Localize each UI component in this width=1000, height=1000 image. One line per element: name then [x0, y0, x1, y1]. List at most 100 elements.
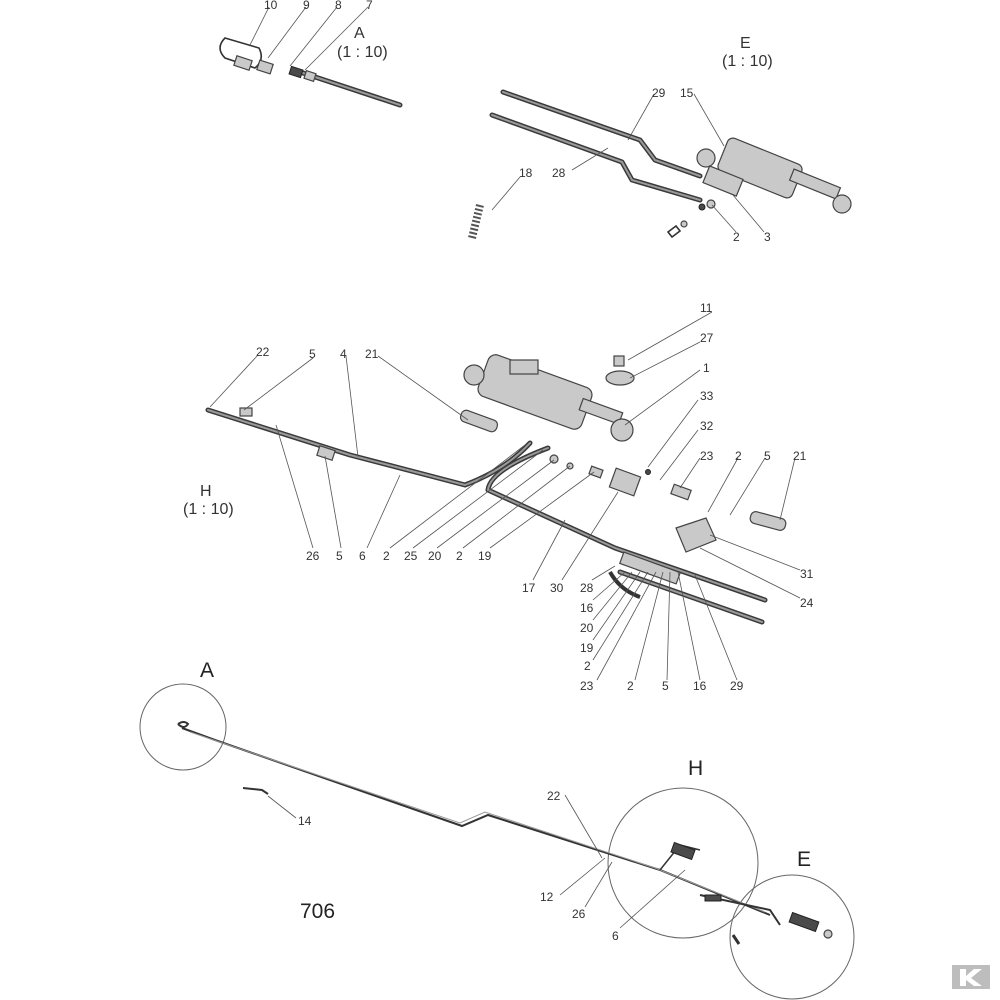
callout-h-27: 27: [700, 331, 714, 345]
cylinder-part-e: [788, 911, 820, 933]
callout-a-7: 7: [366, 0, 373, 12]
nut-part: [256, 59, 274, 75]
seal-ring-part: [698, 203, 706, 211]
callout-e-3: 3: [764, 230, 771, 244]
callout-h-22: 22: [256, 345, 270, 359]
callout-h-30: 30: [550, 581, 564, 595]
adapter-part: [303, 69, 317, 83]
valve-block-part: [702, 165, 744, 197]
callout-h-31: 31: [800, 567, 814, 581]
loose-part-14: [242, 787, 269, 795]
detail-circle-e: [729, 874, 855, 1000]
circle-e-letter: E: [797, 848, 811, 871]
cylinder-eye-part: [463, 364, 485, 386]
callout-h-23b: 23: [580, 679, 594, 693]
spring-part: [468, 204, 484, 239]
mounting-bracket-part: [675, 517, 717, 553]
callout-a-9: 9: [303, 0, 310, 12]
quick-coupler-part: [749, 511, 787, 531]
overview-assembly: A H E 14 22 12 26 6 706: [139, 659, 855, 1000]
callout-h-2b: 2: [383, 549, 390, 563]
callout-h-28: 28: [580, 581, 594, 595]
view-e-detail: 29 15 28 18 2 3 E (1 : 10): [468, 35, 852, 244]
valve-fitting-part: [670, 483, 692, 501]
view-h-detail: 11 27 1 33 32 23 2 5 21 22 5 4 21 H (1 :…: [183, 301, 814, 693]
callout-o-14: 14: [298, 814, 312, 828]
callout-h-2a: 2: [735, 449, 742, 463]
view-h-scale: (1 : 10): [183, 501, 234, 518]
callout-o-6: 6: [612, 929, 619, 943]
callout-h-21a: 21: [793, 449, 807, 463]
bracket-plate-part: [608, 467, 642, 497]
circle-a-letter: A: [200, 659, 214, 682]
rod-eye-part: [823, 929, 833, 939]
tee-fitting-part: [618, 551, 682, 585]
callout-o-26: 26: [572, 907, 586, 921]
brand-logo: [952, 965, 990, 989]
callout-h-2d: 2: [584, 659, 591, 673]
small-washer-part: [680, 220, 688, 228]
bracket-part: [704, 894, 722, 902]
callout-h-33: 33: [700, 389, 714, 403]
cylinder-part: [670, 841, 696, 861]
spring-part: [731, 934, 741, 945]
hose-end-part: [177, 721, 190, 728]
callout-h-4: 4: [340, 347, 347, 361]
callout-h-20a: 20: [428, 549, 442, 563]
callout-h-1: 1: [703, 361, 710, 375]
view-e-scale: (1 : 10): [722, 53, 773, 70]
callout-h-26: 26: [306, 549, 320, 563]
callout-h-19a: 19: [478, 549, 492, 563]
callout-h-32: 32: [700, 419, 714, 433]
view-a-detail: 10 9 8 7 A (1 : 10): [219, 0, 403, 108]
hose-end-part: [239, 407, 253, 417]
callout-h-19b: 19: [580, 641, 594, 655]
seal-part: [645, 469, 651, 475]
callout-a-8: 8: [335, 0, 342, 12]
washer-part: [549, 454, 559, 464]
page-number: 706: [300, 900, 335, 923]
detail-circle-h: [607, 787, 759, 939]
retainer-plate-part: [605, 370, 635, 386]
callout-e-28: 28: [552, 166, 566, 180]
callout-h-25: 25: [404, 549, 418, 563]
callout-o-22: 22: [547, 789, 561, 803]
callout-e-2: 2: [733, 230, 740, 244]
callout-h-5b: 5: [309, 347, 316, 361]
circle-h-letter: H: [688, 757, 703, 780]
fitting-part: [233, 55, 253, 71]
detail-circle-a: [139, 683, 227, 771]
hose-clamp-part: [219, 37, 263, 69]
hose-fitting-part: [316, 445, 336, 461]
callout-h-20b: 20: [580, 621, 594, 635]
bolt-part: [666, 224, 682, 239]
callout-h-16a: 16: [580, 601, 594, 615]
rod-eye-part: [610, 418, 634, 442]
callout-h-5d: 5: [662, 679, 669, 693]
elbow-part: [588, 465, 604, 479]
seal-part: [288, 65, 304, 79]
cylinder-eye-part: [696, 148, 716, 168]
callout-h-2c: 2: [456, 549, 463, 563]
callout-h-29: 29: [730, 679, 744, 693]
view-a-scale: (1 : 10): [337, 44, 388, 61]
callout-h-6: 6: [359, 549, 366, 563]
pin-part: [613, 355, 625, 367]
view-e-letter: E: [740, 35, 751, 52]
callout-h-23a: 23: [700, 449, 714, 463]
view-h-letter: H: [200, 483, 212, 500]
callout-e-18: 18: [519, 166, 533, 180]
callout-h-17: 17: [522, 581, 536, 595]
callout-e-15: 15: [680, 86, 694, 100]
callout-h-5a: 5: [764, 449, 771, 463]
callout-h-21b: 21: [365, 347, 379, 361]
valve-block-part: [509, 359, 539, 375]
callout-h-24: 24: [800, 596, 814, 610]
rod-eye-part: [832, 194, 852, 214]
callout-a-10: 10: [264, 0, 278, 12]
callout-e-29: 29: [652, 86, 666, 100]
view-a-letter: A: [354, 25, 365, 42]
callout-h-16b: 16: [693, 679, 707, 693]
